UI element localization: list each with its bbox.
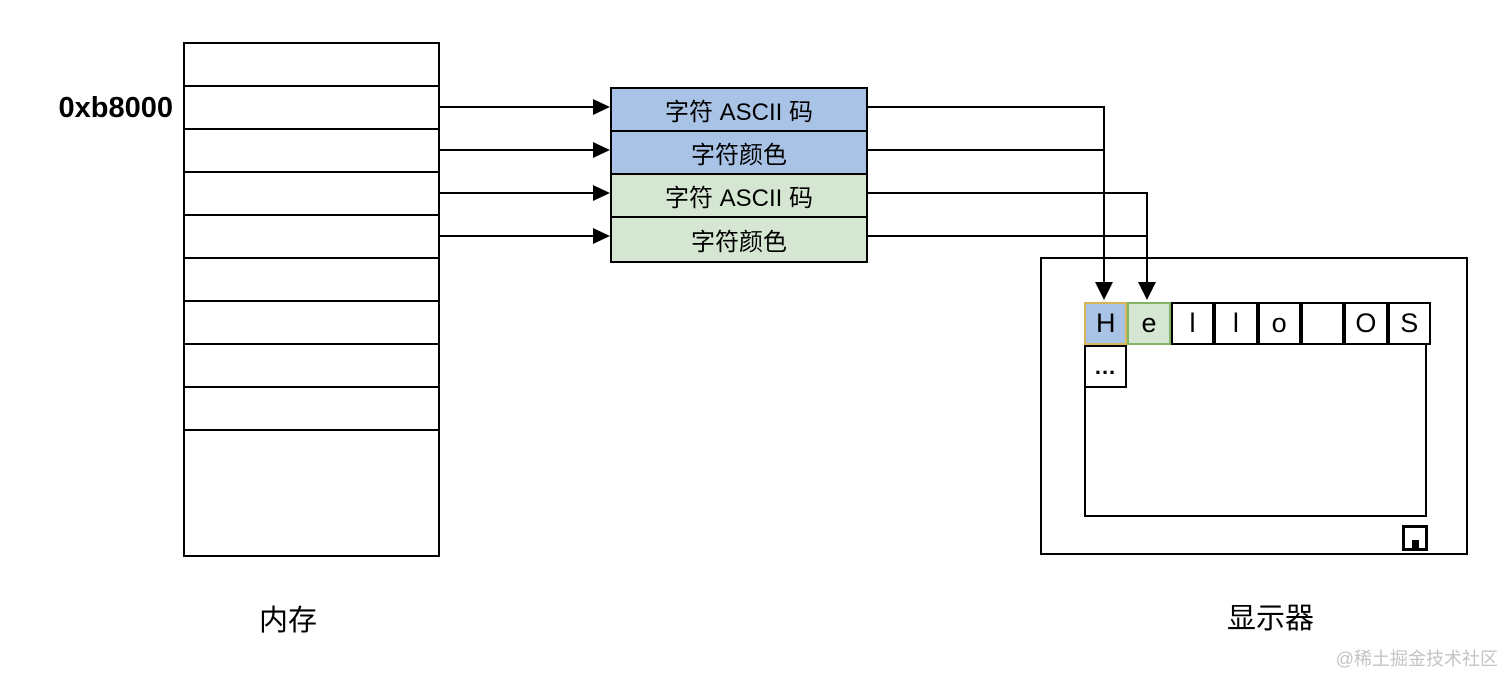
memory-row [185,87,438,130]
attr-box-char-color-1: 字符颜色 [612,132,866,175]
memory-row [185,173,438,216]
arrowhead-down-icon [1138,282,1156,300]
connector-drop-to-e [1146,192,1148,282]
connector-line-green-ascii [868,192,1148,194]
display-caption: 显示器 [1227,603,1315,635]
char-cell: O [1344,302,1388,345]
arrow-line-memory-1 [440,106,594,108]
display-box: H e l l o O S ... [1040,257,1468,555]
arrow-line-memory-2 [440,149,594,151]
arrowhead-right-icon [593,99,610,115]
arrowhead-right-icon [593,142,610,158]
attr-box-char-ascii-2: 字符 ASCII 码 [612,175,866,218]
connector-line-blue-color [868,149,1105,151]
char-cell-row: H e l l o O S [1084,302,1431,345]
memory-row [185,388,438,431]
memory-box [183,42,440,557]
cursor-notch [1412,540,1419,548]
char-cell: S [1387,302,1431,345]
memory-row [185,44,438,87]
watermark: @稀土掘金技术社区 [1335,649,1498,669]
connector-line-blue-ascii [868,106,1105,108]
screen-area: H e l l o O S ... [1084,302,1431,517]
attr-box-char-color-2: 字符颜色 [612,218,866,261]
attr-box-char-ascii-1: 字符 ASCII 码 [612,89,866,132]
memory-row [185,216,438,259]
memory-row [185,345,438,388]
char-cell: o [1257,302,1301,345]
char-cell [1300,302,1345,345]
memory-row [185,431,438,555]
char-cell: l [1214,302,1258,345]
char-cell-e: e [1127,302,1171,345]
connector-line-green-color [868,235,1148,237]
memory-address-label: 0xb8000 [58,92,174,124]
arrowhead-right-icon [593,228,610,244]
memory-row [185,302,438,345]
ellipsis-cell: ... [1084,345,1127,388]
memory-row [185,130,438,173]
arrowhead-down-icon [1095,282,1113,300]
cursor-icon [1402,525,1428,551]
char-attribute-stack: 字符 ASCII 码 字符颜色 字符 ASCII 码 字符颜色 [610,87,868,263]
memory-row [185,259,438,302]
arrowhead-right-icon [593,185,610,201]
char-cell-H: H [1084,302,1128,345]
memory-caption: 内存 [259,605,318,637]
arrow-line-memory-4 [440,235,594,237]
connector-drop-to-H [1103,106,1105,282]
char-cell: l [1170,302,1215,345]
arrow-line-memory-3 [440,192,594,194]
